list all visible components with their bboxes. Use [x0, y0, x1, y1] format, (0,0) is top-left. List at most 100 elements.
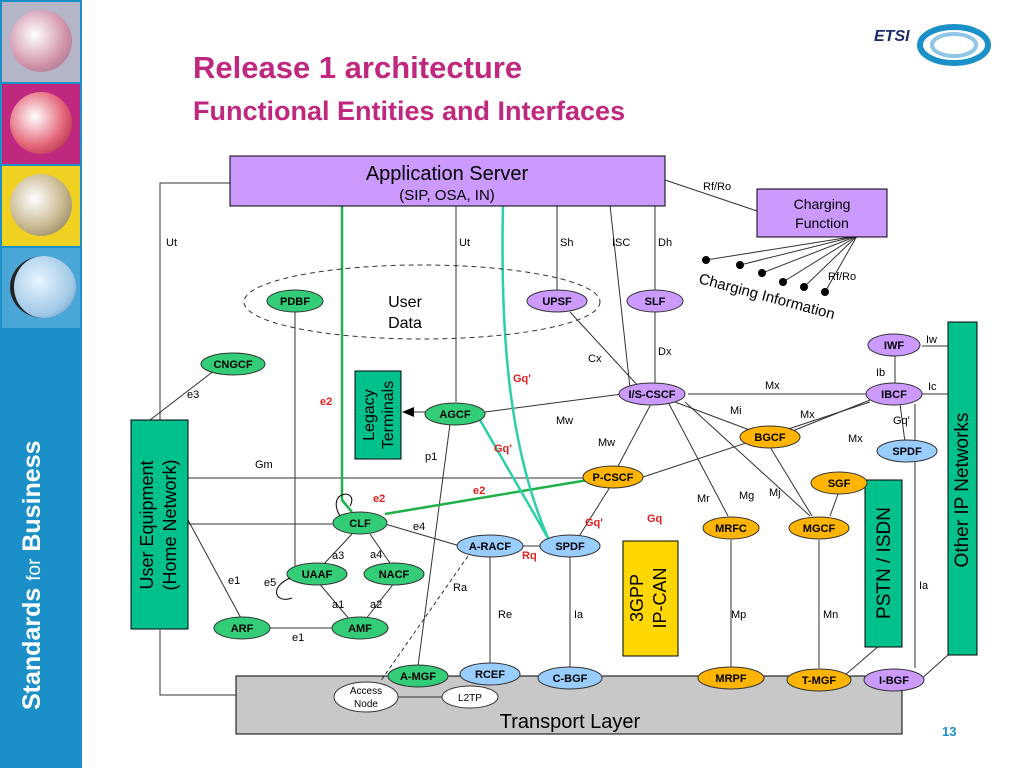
legacy-terminals-label-1: Legacy: [361, 389, 378, 441]
interface-label-mp: Mp: [731, 609, 746, 621]
interface-label-mr: Mr: [697, 493, 710, 505]
node-mrfc-label: MRFC: [715, 523, 747, 535]
interface-label-isc: ISC: [612, 237, 630, 249]
charging-function-label-2: Function: [795, 215, 849, 231]
interface-label-gq_c: Gq': [585, 517, 603, 529]
node-iwf: IWF: [867, 333, 921, 357]
node-aracf-ellipse: [456, 534, 524, 558]
node-cngcf-ellipse: [200, 352, 266, 376]
application-server-label: Application Server: [366, 163, 529, 185]
node-ibgf: I-BGF: [863, 668, 925, 692]
node-uaaf-ellipse: [286, 562, 348, 586]
node-sgf: SGF: [810, 471, 868, 495]
ip-can-label-1: 3GPP: [627, 574, 647, 622]
node-nacf-label: NACF: [379, 569, 410, 581]
sidebar-image-tile: [2, 2, 80, 82]
sidebar-image-tile: [2, 84, 80, 164]
legacy-terminals-label-2: Terminals: [380, 381, 397, 449]
node-pcscf-label: P-CSCF: [593, 472, 634, 484]
node-spdf_right-ellipse: [876, 439, 938, 463]
user-equipment-label-1: User Equipment: [137, 460, 157, 589]
node-upsf-label: UPSF: [542, 296, 572, 308]
pstn-isdn-label: PSTN / ISDN: [874, 507, 895, 619]
access-node-label-2: Node: [354, 699, 378, 710]
user-data-label-2: Data: [388, 315, 422, 332]
gq-lines: [478, 204, 550, 539]
node-ibcf-ellipse: [865, 382, 923, 406]
node-pcscf: P-CSCF: [582, 465, 644, 489]
interface-label-ia_right: Ia: [919, 580, 929, 592]
etsi-logo: [917, 24, 991, 66]
interface-label-mx_low: Mx: [848, 433, 863, 445]
interface-label-gq_right: Gq': [893, 415, 910, 427]
node-ibgf-label: I-BGF: [879, 675, 909, 687]
page-title: Release 1 architecture: [193, 50, 523, 85]
node-sgf-label: SGF: [828, 478, 851, 490]
node-spdf: SPDF: [539, 534, 601, 558]
interface-label-gm: Gm: [255, 459, 273, 471]
etsi-logo-text: ETSI: [874, 28, 910, 45]
node-slf: SLF: [626, 289, 684, 313]
node-iscscf-ellipse: [618, 382, 686, 406]
interface-label-dh: Dh: [658, 237, 672, 249]
node-amgf-ellipse: [387, 664, 449, 688]
user-data-ellipse: [243, 264, 601, 340]
node-cngcf-label: CNGCF: [213, 359, 252, 371]
interface-label-ib: Ib: [876, 367, 885, 379]
interface-label-e2_mid: e2: [473, 485, 485, 497]
interface-label-mn: Mn: [823, 609, 838, 621]
interface-label-rfro_top: Rf/Ro: [703, 181, 731, 193]
node-spdf_right-label: SPDF: [892, 446, 922, 458]
node-aracf: A-RACF: [456, 534, 524, 558]
node-amf: AMF: [331, 616, 389, 640]
node-iwf-ellipse: [867, 333, 921, 357]
node-tmgf-label: T-MGF: [802, 675, 836, 687]
node-bgcf-ellipse: [739, 425, 801, 449]
node-amf-label: AMF: [348, 623, 372, 635]
node-amgf: A-MGF: [387, 664, 449, 688]
user-data-label-1: User: [388, 294, 422, 311]
node-upsf: UPSF: [526, 289, 588, 313]
node-spdf-ellipse: [539, 534, 601, 558]
interface-label-mj: Mj: [769, 487, 781, 499]
interface-label-a4: a4: [370, 549, 382, 561]
node-clf: CLF: [332, 511, 388, 535]
interface-label-e1_left: e1: [228, 575, 240, 587]
ip-can-box: [622, 540, 679, 657]
interface-label-rfro_right: Rf/Ro: [828, 271, 856, 283]
interface-label-e3: e3: [187, 389, 199, 401]
interface-label-ut_left: Ut: [166, 237, 177, 249]
node-cbgf-ellipse: [537, 666, 603, 690]
interface-label-ut_mid: Ut: [459, 237, 470, 249]
node-mrfc-ellipse: [702, 516, 760, 540]
interface-label-ia_mid: Ia: [574, 609, 584, 621]
interface-label-a3: a3: [332, 550, 344, 562]
node-upsf-ellipse: [526, 289, 588, 313]
node-sgf-ellipse: [810, 471, 868, 495]
access-node-ellipse: [333, 681, 399, 713]
transport-layer-label: Transport Layer: [500, 711, 641, 733]
node-cbgf: C-BGF: [537, 666, 603, 690]
interface-label-mx_top: Mx: [765, 380, 780, 392]
arrow-head-icon: [402, 407, 414, 417]
interface-label-iw: Iw: [926, 334, 937, 346]
sidebar: Standards for Business: [0, 0, 82, 768]
charging-information-label: Charging Information: [697, 270, 837, 323]
interface-label-e4: e4: [413, 521, 425, 533]
node-mrpf-ellipse: [697, 666, 765, 690]
charging-info-dots: [702, 256, 829, 296]
node-rcef-label: RCEF: [475, 669, 505, 681]
node-mrpf-label: MRPF: [715, 673, 746, 685]
sidebar-image-tile: [2, 248, 80, 328]
node-aracf-label: A-RACF: [469, 541, 511, 553]
node-amf-ellipse: [331, 616, 389, 640]
node-mgcf-label: MGCF: [803, 523, 836, 535]
interface-label-gq_plain: Gq: [647, 513, 662, 525]
interface-label-gq_b: Gq': [494, 443, 512, 455]
node-arf: ARF: [213, 616, 271, 640]
interface-label-gq_a: Gq': [513, 373, 531, 385]
node-ibcf: IBCF: [865, 382, 923, 406]
ip-can-label-2: IP-CAN: [650, 567, 670, 628]
interface-label-ic: Ic: [928, 381, 937, 393]
